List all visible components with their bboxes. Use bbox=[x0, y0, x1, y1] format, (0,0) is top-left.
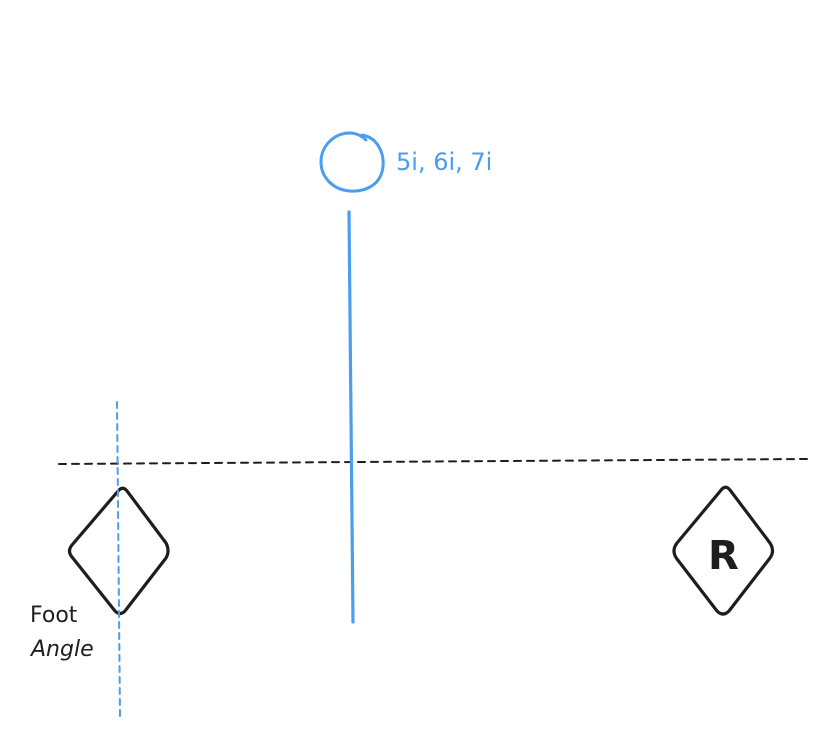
front-marker-label: R bbox=[708, 533, 739, 579]
foot-angle-label-line2: Angle bbox=[29, 637, 94, 662]
foot-angle-line bbox=[116, 401, 121, 717]
ball-label: 5i, 6i, 7i bbox=[396, 148, 492, 176]
horizontal-reference-line bbox=[58, 458, 809, 465]
ball-position-line bbox=[347, 210, 355, 624]
ball-circle bbox=[319, 131, 385, 193]
right-foot-diamond bbox=[672, 485, 775, 616]
foot-angle-label-line1: Foot bbox=[30, 603, 78, 628]
left-foot-diamond bbox=[67, 486, 170, 616]
